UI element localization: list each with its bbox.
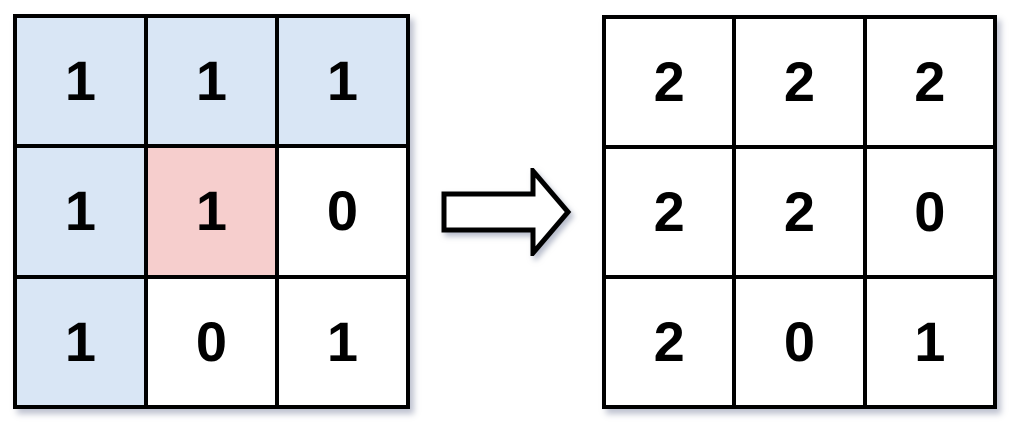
grid-cell: 0	[734, 277, 865, 407]
grid-cell: 1	[146, 16, 277, 147]
input-grid: 1 1 1 1 1 0 1 0 1	[13, 14, 410, 409]
transform-arrow	[441, 168, 572, 256]
grid-cell: 1	[146, 146, 277, 277]
grid-cell: 2	[734, 17, 865, 147]
grid-cell: 1	[15, 16, 146, 147]
grid-cell: 1	[864, 277, 995, 407]
grid-cell: 1	[15, 276, 146, 407]
grid-cell: 0	[277, 146, 408, 277]
grid-cell: 0	[146, 276, 277, 407]
right-arrow-icon	[441, 168, 572, 256]
grid-cell: 2	[864, 17, 995, 147]
grid-cell: 2	[604, 147, 735, 277]
grid-cell: 2	[604, 17, 735, 147]
grid-cell: 1	[277, 16, 408, 147]
grid-cell: 2	[604, 277, 735, 407]
grid-cell: 0	[864, 147, 995, 277]
output-grid: 2 2 2 2 2 0 2 0 1	[602, 15, 997, 409]
grid-cell: 1	[277, 276, 408, 407]
grid-cell: 1	[15, 146, 146, 277]
grid-cell: 2	[734, 147, 865, 277]
